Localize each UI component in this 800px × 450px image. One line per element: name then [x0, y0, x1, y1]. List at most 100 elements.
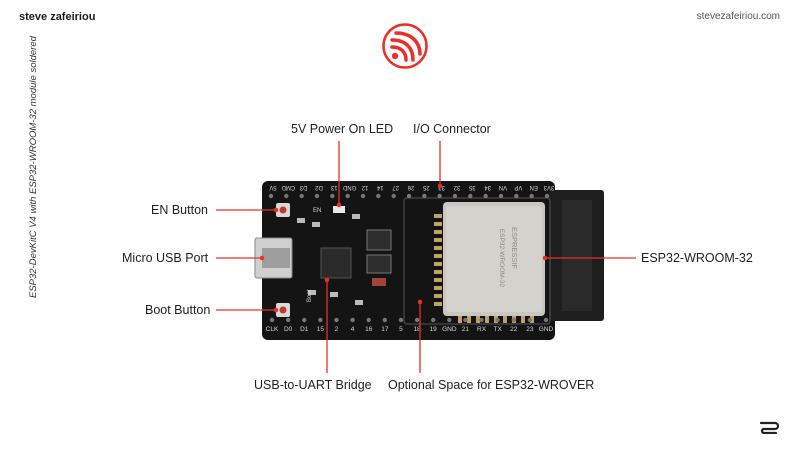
header-pin — [527, 317, 533, 323]
header-pin — [302, 317, 307, 323]
pin-label-bottom: CLK — [266, 326, 279, 333]
uart-bridge-chip — [320, 247, 352, 279]
pin-label-top: D2 — [315, 184, 323, 190]
pin-label-top: EN — [529, 184, 537, 190]
label-micro-usb: Micro USB Port — [122, 251, 209, 265]
module-pad — [434, 270, 442, 274]
header-pin — [330, 193, 335, 199]
module-pad — [434, 278, 442, 282]
label-en-button: EN Button — [151, 203, 208, 217]
pin-label-bottom: 21 — [462, 326, 470, 333]
module-pad — [434, 230, 442, 234]
pin-label-top: 27 — [392, 184, 399, 190]
author-name: steve zafeiriou — [19, 11, 96, 23]
header-pin — [514, 193, 519, 199]
wroom-module-outline — [403, 197, 551, 325]
header-pin — [468, 193, 473, 199]
pin-label-top: 12 — [361, 184, 368, 190]
header-pin — [483, 193, 488, 199]
pin-label-bottom: 18 — [413, 326, 421, 333]
silk-boot: Boot — [307, 289, 313, 302]
module-pad — [434, 246, 442, 250]
header-pin — [345, 193, 350, 199]
module-pad — [476, 316, 480, 323]
pin-label-bottom: 19 — [430, 326, 438, 333]
pin-label-top: VP — [514, 184, 522, 190]
module-pad — [434, 254, 442, 258]
module-pad — [485, 316, 489, 323]
header-pin — [452, 193, 458, 199]
header-pin — [511, 317, 516, 323]
pin-label-bottom: 22 — [510, 326, 518, 333]
pin-label-bottom: 4 — [351, 326, 355, 333]
module-pad — [434, 214, 442, 218]
website-link[interactable]: stevezafeiriou.com — [696, 11, 780, 22]
module-pad — [434, 262, 442, 266]
pin-label-bottom: GND — [442, 326, 457, 333]
pin-label-top: 13 — [330, 184, 337, 190]
module-pad — [434, 238, 442, 242]
header-pin — [447, 317, 452, 323]
footer-logo — [759, 421, 780, 434]
module-pad — [434, 302, 442, 306]
espressif-logo — [382, 23, 428, 69]
pin-label-bottom: D1 — [300, 326, 309, 333]
pin-label-top: D3 — [299, 184, 307, 190]
label-wroom: ESP32-WROOM-32 — [641, 251, 753, 265]
header-pin — [382, 317, 388, 323]
header-pin — [495, 317, 500, 323]
label-boot-button: Boot Button — [145, 303, 211, 317]
pin-label-top: VN — [499, 184, 507, 190]
pin-label-top: 25 — [422, 184, 429, 190]
header-pin — [414, 317, 420, 323]
pin-label-top: 3V3 — [543, 184, 554, 190]
header-pin — [360, 193, 366, 199]
header-pin — [318, 317, 323, 323]
pin-label-bottom: RX — [477, 326, 487, 333]
header-pin — [544, 193, 550, 199]
header-pin — [463, 317, 468, 323]
pin-label-bottom: D0 — [284, 326, 293, 333]
module-pad — [521, 316, 525, 323]
header-pin — [285, 317, 291, 323]
pin-label-top: CMD — [281, 184, 295, 190]
module-pad — [503, 316, 507, 323]
pin-label-top: 35 — [468, 184, 475, 190]
label-optional-space: Optional Space for ESP32-WROVER — [388, 378, 595, 392]
header-pin — [437, 193, 442, 199]
header-pin — [498, 193, 504, 199]
module-pad — [434, 286, 442, 290]
pin-label-bottom: GND — [539, 326, 554, 333]
pin-label-bottom: 16 — [365, 326, 373, 333]
pin-label-bottom: 2 — [335, 326, 339, 333]
silk-en: EN — [313, 208, 321, 214]
header-pin — [479, 317, 484, 323]
pin-label-top: GND — [342, 184, 356, 190]
module-text-model: ESP32-WROOM-32 — [498, 229, 505, 288]
header-pin — [350, 317, 355, 323]
header-pin — [334, 317, 339, 323]
header-pin — [314, 193, 320, 199]
pin-label-bottom: 5 — [399, 326, 403, 333]
power-led — [333, 206, 345, 213]
pin-label-top: 5V — [269, 184, 276, 190]
module-pad — [434, 294, 442, 298]
label-uart-bridge: USB-to-UART Bridge — [254, 378, 372, 392]
module-text-brand: ESPRESSIF — [510, 227, 519, 270]
header-pin — [398, 317, 404, 323]
header-pin — [268, 193, 274, 199]
pin-label-bottom: 17 — [381, 326, 389, 333]
header-pin — [299, 193, 304, 199]
header-pin — [422, 193, 427, 199]
header-pin — [430, 317, 436, 323]
module-pad — [458, 316, 462, 323]
pin-label-top: 14 — [376, 184, 383, 190]
header-pin — [366, 317, 371, 323]
header-pin — [406, 193, 412, 199]
header-pin — [376, 193, 381, 199]
module-pad — [434, 222, 442, 226]
header-pin — [391, 193, 396, 199]
label-power-led: 5V Power On LED — [291, 122, 394, 136]
pin-label-top: 26 — [407, 184, 414, 190]
